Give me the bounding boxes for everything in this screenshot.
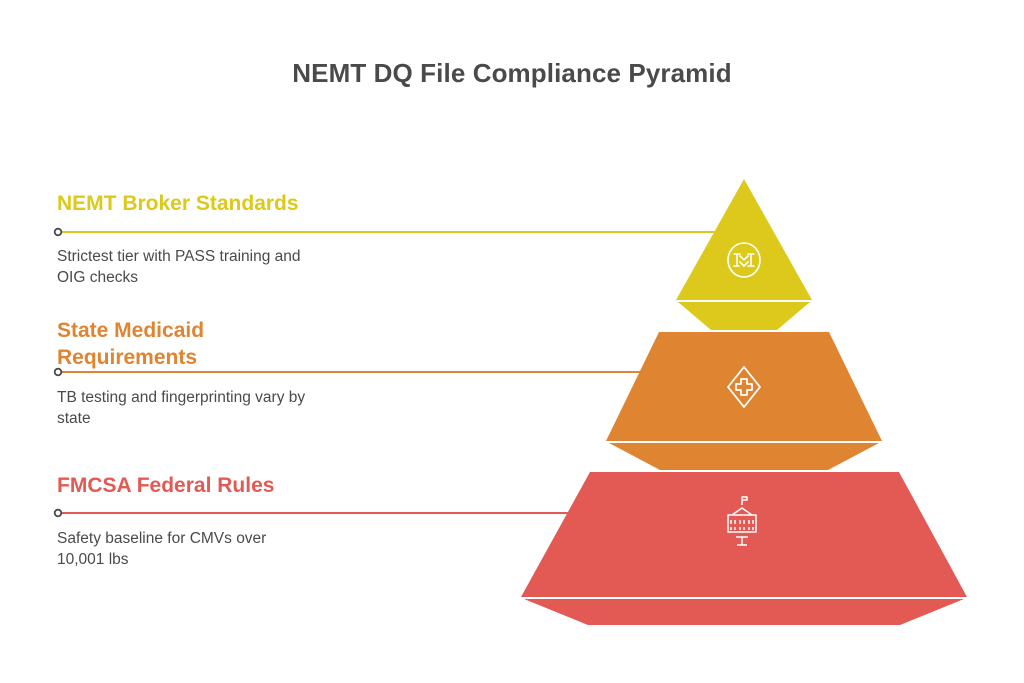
connector-dot-icon [53, 367, 63, 377]
connector-dot-icon [53, 227, 63, 237]
tier-2-label-line-2: Requirements [57, 346, 198, 369]
tier-1-description-line-2: OIG checks [57, 269, 138, 286]
connector-dot-icon [53, 508, 63, 518]
government-building-icon [727, 496, 757, 546]
tier-2-description-line-1: TB testing and fingerprinting vary by [57, 389, 306, 406]
tier-3-label: FMCSA Federal Rules [57, 474, 275, 497]
medical-cross-diamond-icon [727, 366, 761, 408]
pyramid-tier-3 [521, 472, 967, 625]
pyramid-tier-1 [676, 179, 812, 330]
tier-3-description: Safety baseline for CMVs over 10,001 lbs [57, 528, 357, 570]
connector-tier-2 [53, 367, 640, 377]
tier-1-description: Strictest tier with PASS training and OI… [57, 246, 357, 288]
connector-tier-1 [53, 227, 715, 237]
connector-tier-3 [53, 508, 568, 518]
tier-3-description-line-2: 10,001 lbs [57, 551, 129, 568]
tier-2-description: TB testing and fingerprinting vary by st… [57, 387, 357, 429]
tier-3-description-line-1: Safety baseline for CMVs over [57, 530, 267, 547]
handshake-in-circle-icon [727, 242, 761, 278]
tier-2-description-line-2: state [57, 410, 91, 427]
tier-1-label: NEMT Broker Standards [57, 192, 299, 215]
pyramid-tier-2 [606, 332, 882, 470]
tier-2-label: State Medicaid Requirements [57, 317, 204, 371]
tier-1-description-line-1: Strictest tier with PASS training and [57, 248, 301, 265]
tier-2-label-line-1: State Medicaid [57, 319, 205, 342]
page-title: NEMT DQ File Compliance Pyramid [292, 58, 732, 88]
